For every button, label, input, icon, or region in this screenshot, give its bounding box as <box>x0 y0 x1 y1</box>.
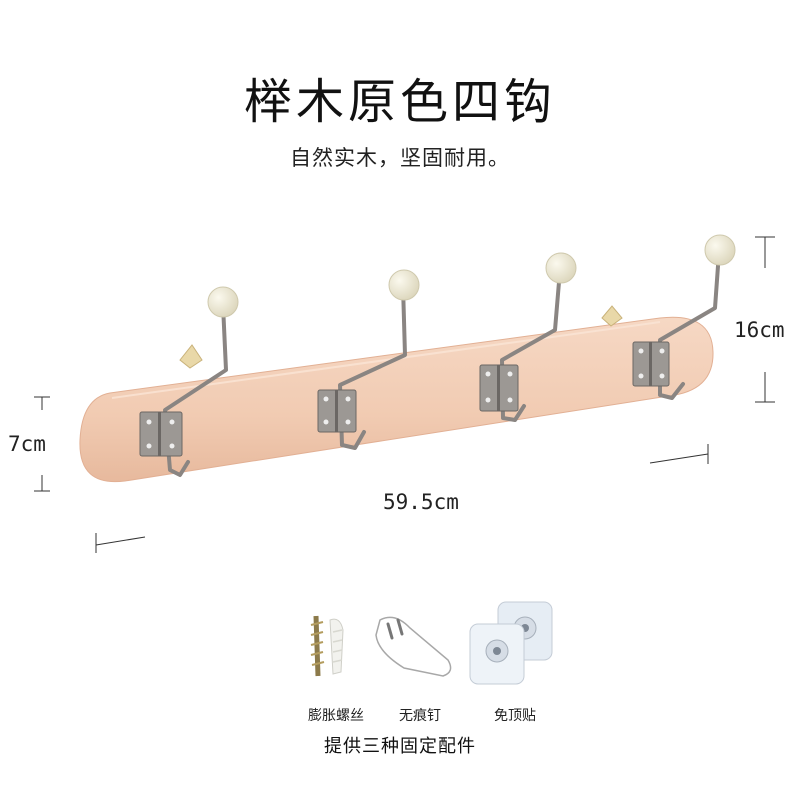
accessory-label-adhesive-pad: 免顶贴 <box>494 708 536 724</box>
hook <box>317 269 420 450</box>
dimension-guide-board-height <box>34 396 50 492</box>
hook <box>139 286 239 477</box>
product-subtitle: 自然实木，坚固耐用。 <box>290 146 510 170</box>
product-title: 榉木原色四钩 <box>243 74 556 130</box>
wooden-board <box>79 316 714 483</box>
dimension-guide-hook-height <box>755 236 775 403</box>
board-width-label: 59.5cm <box>383 490 459 514</box>
accessory-label-expansion-screws: 膨胀螺丝 <box>308 708 364 724</box>
accessories-caption: 提供三种固定配件 <box>324 736 476 757</box>
hook <box>479 252 577 422</box>
board-height-label: 7cm <box>8 432 46 456</box>
hook <box>632 234 736 400</box>
traceless-nail-icon <box>375 616 452 677</box>
accessory-label-traceless-nail: 无痕钉 <box>399 708 441 724</box>
dimension-guide-board-width <box>95 444 709 553</box>
mount-bracket <box>179 305 623 369</box>
hook-height-label: 16cm <box>734 318 785 342</box>
expansion-screw-icon <box>310 615 344 677</box>
adhesive-pad-icon <box>469 601 553 685</box>
